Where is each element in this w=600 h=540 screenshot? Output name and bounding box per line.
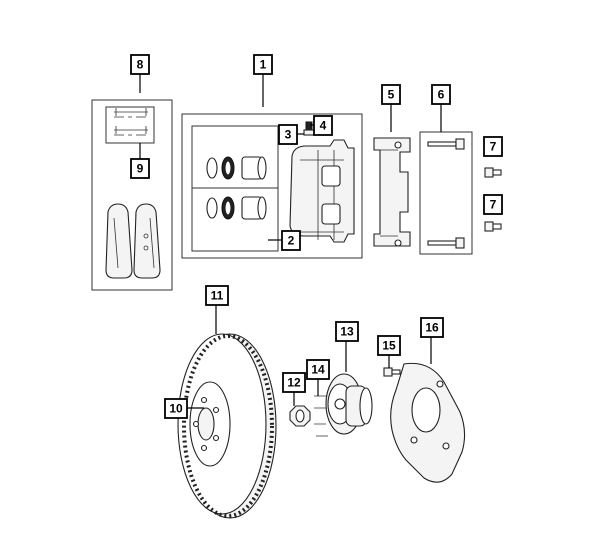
pad-clips bbox=[114, 108, 148, 136]
callout-12: 12 bbox=[282, 372, 306, 393]
brake-pad-kit-frame bbox=[91, 99, 173, 291]
dust-shield bbox=[390, 362, 466, 483]
callout-5: 5 bbox=[381, 84, 401, 105]
callout-2: 2 bbox=[281, 230, 301, 251]
callout-12-label: 12 bbox=[287, 376, 301, 390]
callout-15: 15 bbox=[377, 335, 401, 356]
shield-bolt bbox=[383, 367, 401, 377]
caliper-seals-pistons bbox=[206, 156, 267, 220]
bracket-bolts bbox=[484, 167, 502, 232]
callout-6-label: 6 bbox=[438, 88, 445, 102]
guide-pins bbox=[427, 138, 465, 249]
caliper-housing bbox=[289, 139, 355, 243]
caliper-bracket bbox=[373, 137, 411, 247]
callout-16-label: 16 bbox=[425, 321, 439, 335]
callout-7-upper-label: 7 bbox=[490, 140, 497, 154]
callout-11: 11 bbox=[205, 285, 229, 306]
callout-4: 4 bbox=[313, 115, 333, 136]
callout-10-label: 10 bbox=[169, 402, 183, 416]
callout-6: 6 bbox=[431, 84, 451, 105]
callout-8-label: 8 bbox=[137, 58, 144, 72]
callout-9-label: 9 bbox=[137, 162, 144, 176]
callout-7-lower-label: 7 bbox=[490, 198, 497, 212]
callout-13: 13 bbox=[335, 321, 359, 342]
callout-1-label: 1 bbox=[260, 58, 267, 72]
hub-bearing bbox=[314, 373, 373, 437]
callout-11-label: 11 bbox=[211, 289, 224, 303]
callout-7-lower: 7 bbox=[483, 194, 503, 215]
callout-14: 14 bbox=[306, 359, 330, 380]
hub-nut bbox=[289, 405, 311, 427]
callout-8: 8 bbox=[130, 54, 150, 75]
callout-3-label: 3 bbox=[285, 128, 292, 142]
brake-rotor bbox=[177, 333, 277, 519]
callout-10: 10 bbox=[164, 398, 188, 419]
bleeder-screw bbox=[303, 121, 315, 136]
pad-hardware-frame bbox=[105, 106, 155, 144]
callout-9: 9 bbox=[130, 158, 150, 179]
callout-16: 16 bbox=[420, 317, 444, 338]
callout-15-label: 15 bbox=[382, 339, 396, 353]
guide-pin-frame bbox=[419, 131, 473, 255]
leader-lines bbox=[139, 74, 442, 409]
callout-4-label: 4 bbox=[320, 119, 327, 133]
callout-14-label: 14 bbox=[311, 363, 325, 377]
callout-1: 1 bbox=[253, 54, 273, 75]
callout-2-label: 2 bbox=[288, 234, 295, 248]
callout-5-label: 5 bbox=[388, 88, 395, 102]
callout-13-label: 13 bbox=[340, 325, 354, 339]
brake-pads bbox=[105, 203, 161, 279]
callout-3: 3 bbox=[278, 124, 298, 145]
callout-7-upper: 7 bbox=[483, 136, 503, 157]
caliper-assembly-frame bbox=[181, 113, 363, 259]
